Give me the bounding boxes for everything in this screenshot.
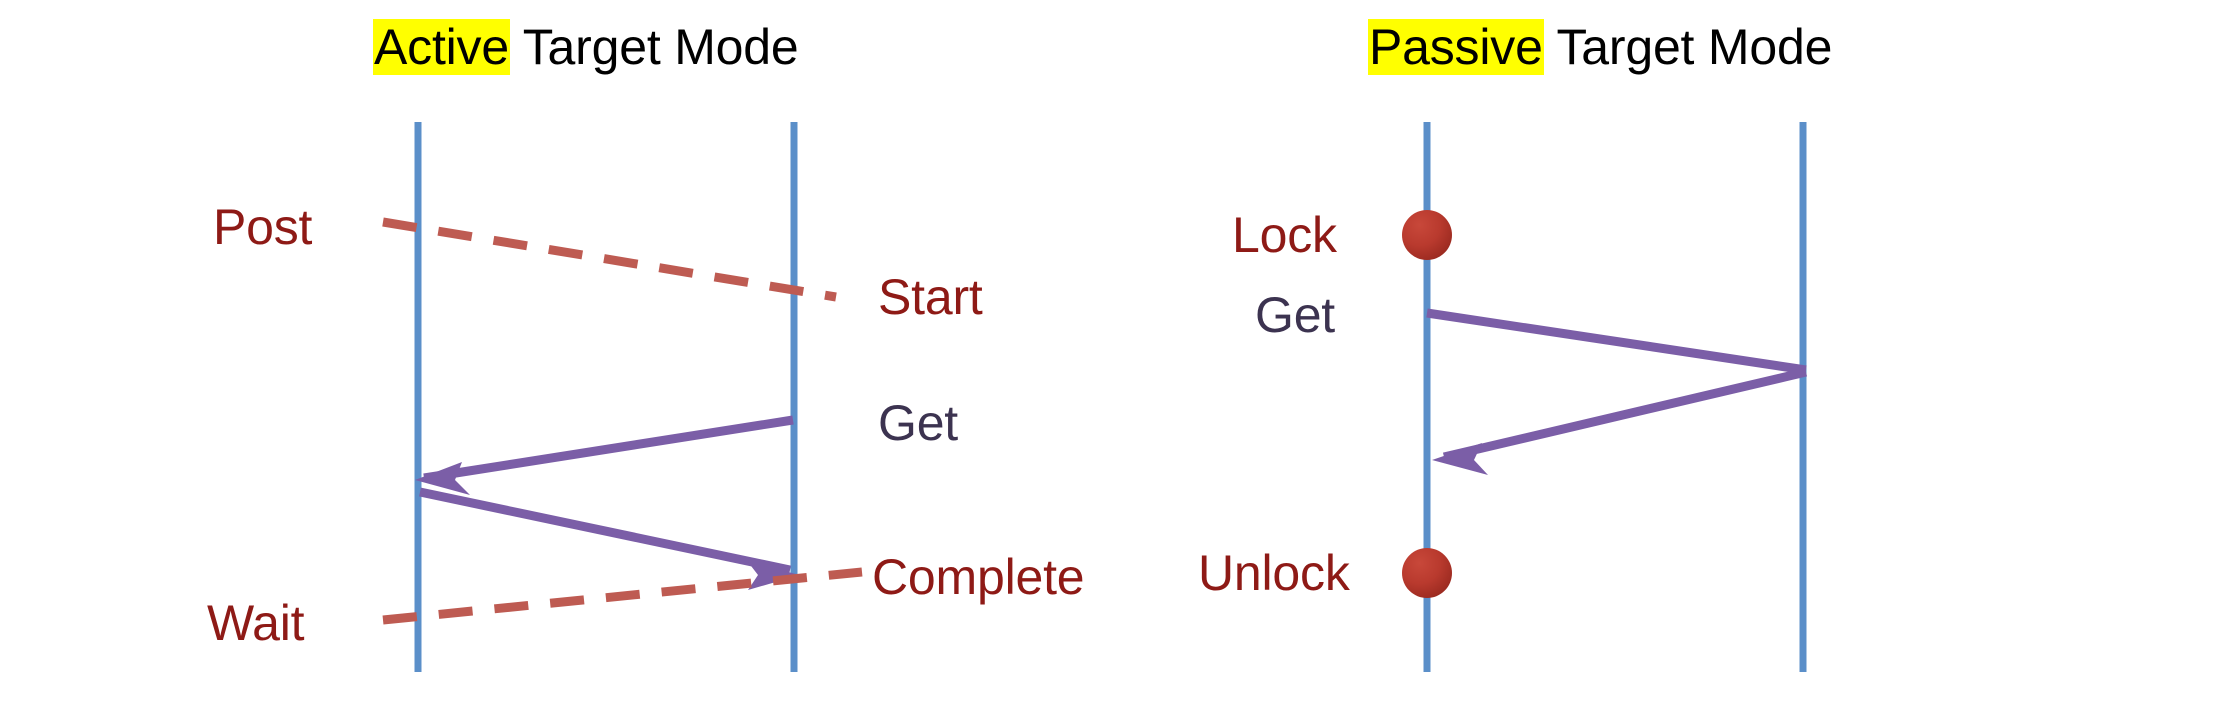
active-message-return-line xyxy=(419,487,791,575)
lock-marker-dot xyxy=(1402,210,1452,260)
label-get-passive: Get xyxy=(1255,287,1335,343)
active-message-get-arrowhead xyxy=(415,462,470,495)
label-start: Start xyxy=(878,269,983,325)
label-get-active: Get xyxy=(878,395,958,451)
label-unlock: Unlock xyxy=(1198,545,1350,601)
passive-message-get-line xyxy=(1426,308,1807,375)
active-message-get-line xyxy=(423,415,794,483)
passive-message-return-arrowhead xyxy=(1432,443,1488,475)
label-lock: Lock xyxy=(1232,207,1337,263)
label-complete: Complete xyxy=(872,549,1085,605)
active-panel-title: Active Target Mode xyxy=(373,18,799,76)
active-message-return-arrowhead xyxy=(748,562,800,590)
active-title-highlight: Active xyxy=(373,19,510,75)
unlock-marker-dot xyxy=(1402,548,1452,598)
passive-title-rest: Target Mode xyxy=(1543,19,1833,75)
active-panel-group xyxy=(382,122,863,672)
active-message-post-start xyxy=(382,217,837,302)
passive-message-return-line xyxy=(1442,367,1808,462)
label-wait: Wait xyxy=(207,595,305,651)
passive-panel-title: Passive Target Mode xyxy=(1368,18,1832,76)
passive-title-highlight: Passive xyxy=(1368,19,1544,75)
active-message-wait-complete xyxy=(382,567,863,625)
active-title-rest: Target Mode xyxy=(509,19,799,75)
label-post: Post xyxy=(213,199,313,255)
passive-panel-group xyxy=(1402,122,1808,672)
